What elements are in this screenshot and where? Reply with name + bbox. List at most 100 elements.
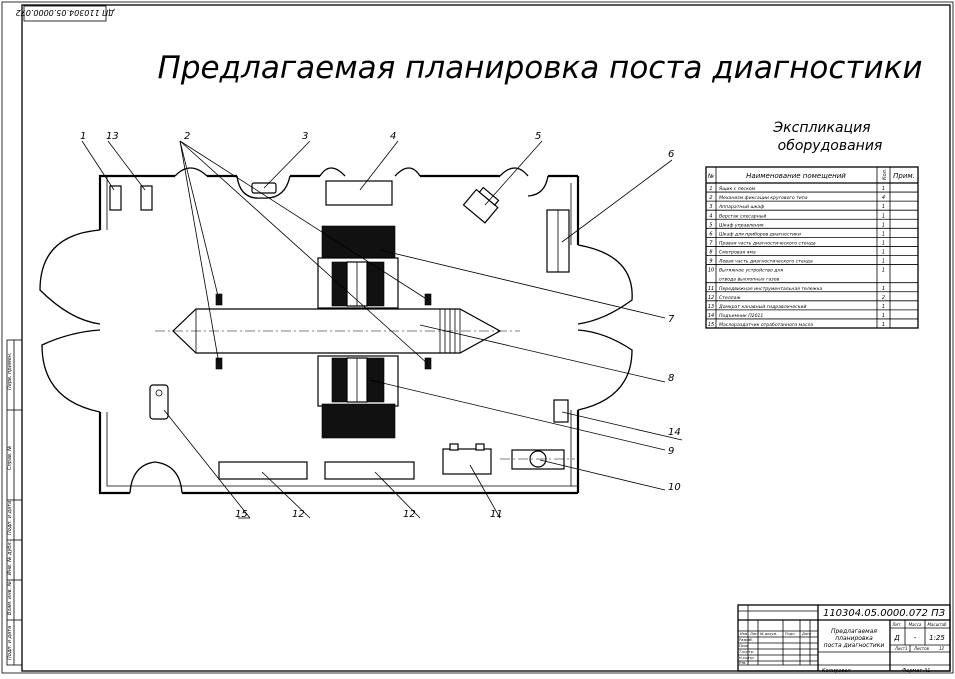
title-block-desc-2: планировка: [835, 635, 873, 642]
inspection-pit: [155, 308, 520, 354]
title-block-row-2: № докум.: [759, 632, 777, 636]
expl-col-note: Прим.: [893, 172, 915, 180]
room-walls: [98, 174, 580, 495]
side-stamp-column: Перв. примен. Справ. № Подп. и дата Инв.…: [6, 339, 23, 666]
expl-row-qty: 2: [882, 295, 885, 301]
fixation-3: [424, 293, 432, 306]
expl-row-name: Аппаратный шкаф: [718, 204, 764, 210]
stand-right-part: [317, 225, 399, 309]
side-stamp-5: Подп. и дата: [7, 626, 13, 660]
callout-9: 9: [668, 446, 674, 457]
explication-table: № Наименование помещений Кол. Прим. 1 Ящи…: [705, 166, 919, 329]
title-block-sheets-value: 12: [939, 646, 945, 651]
callout-8: 8: [668, 373, 674, 384]
title-block-copied: Копировал: [822, 668, 851, 674]
rotated-stamp-text: ДП 110304.05.0000.072: [16, 8, 116, 17]
pit-jack: [140, 185, 153, 211]
expl-row-qty: 1: [882, 286, 885, 292]
expl-row-num: 2: [709, 195, 712, 201]
expl-row-qty: 4: [882, 195, 885, 201]
expl-row-num: 9: [709, 259, 712, 265]
title-block-role-1: Пров.: [739, 644, 749, 648]
title-block-desc-1: Предлагаемая: [831, 628, 877, 635]
expl-row-qty: 1: [882, 259, 885, 265]
expl-row-name: Маслораздатчик отработанного масла: [719, 322, 813, 328]
control-cabinet: [462, 186, 500, 224]
expl-row-num: 11: [708, 286, 714, 292]
rack-2: [324, 461, 415, 480]
inner-frame: [21, 4, 951, 672]
expl-row-num: 5: [709, 222, 712, 228]
expl-col-num: №: [707, 173, 714, 180]
workbench: [325, 180, 393, 206]
expl-row-qty: 1: [882, 213, 885, 219]
expl-row-qty: 1: [882, 250, 885, 256]
callout-6: 6: [668, 149, 674, 160]
explication-title-1: Экспликация: [772, 120, 870, 136]
title-block-code: 110304.05.0000.072 ПЗ: [823, 608, 946, 619]
stand-left-part: [317, 355, 399, 439]
callout-7: 7: [668, 314, 675, 325]
callout-4: 4: [390, 131, 396, 142]
expl-col-name: Наименование помещений: [746, 172, 846, 180]
title-block-role-4: Н.контр.: [739, 656, 755, 660]
expl-row-num: 6: [709, 231, 712, 237]
title-block-lit-label: Лит.: [891, 622, 901, 627]
side-stamp-3: Инв. № дубл.: [7, 541, 13, 575]
expl-row-num: 12: [708, 295, 714, 301]
explication-title-2: оборудования: [778, 138, 883, 154]
callout-13: 13: [106, 131, 119, 142]
expl-row-num: 10: [708, 268, 714, 274]
callout-12b: 12: [403, 509, 416, 520]
title-block-format: Формат А1: [902, 668, 930, 674]
title-block-sheets-label: Листов: [913, 646, 930, 651]
tool-trolley: [442, 443, 492, 475]
title-block-row-1: Лист: [749, 632, 760, 636]
expl-row-num: 4: [709, 213, 712, 219]
callout-12a: 12: [292, 509, 305, 520]
expl-row-num: 1: [709, 186, 712, 192]
title-block-sheet-label: Лист: [894, 646, 906, 651]
title-block-scale-value: 1:25: [929, 634, 945, 642]
expl-row-name: Передвижная инструментальная тележка: [719, 286, 823, 292]
title-block-mass-value: -: [914, 634, 917, 642]
expl-row-name: Механизм фиксации кругового типа: [719, 195, 808, 201]
expl-row-num: 8: [709, 250, 712, 256]
callout-11: 11: [490, 509, 503, 520]
expl-row-qty: 1: [882, 322, 885, 328]
title-block-role-5: Утв.: [739, 661, 746, 665]
callout-15: 15: [235, 509, 248, 520]
drawing-title: Предлагаемая планировка поста диагностик…: [158, 50, 923, 86]
side-stamp-2: Подп. и дата: [7, 501, 13, 535]
expl-row-name: Шкаф управления: [719, 222, 764, 228]
expl-row-qty: 1: [882, 268, 885, 274]
expl-row-name: Подъемник П2011: [719, 313, 763, 319]
expl-row-qty: 1: [882, 186, 885, 192]
rack-1: [218, 461, 308, 480]
callout-3: 3: [302, 131, 308, 142]
title-block-desc-3: поста диагностики: [824, 642, 885, 649]
title-block-row-4: Дата: [801, 632, 811, 636]
expl-row-name: Левая часть диагностического стенда: [718, 259, 813, 265]
title-block-row-3: Подп.: [785, 632, 796, 636]
expl-row-name: Шкаф для приборов диагностики: [719, 231, 801, 237]
side-stamp-0: Перв. примен.: [7, 352, 13, 390]
expl-row-num: 14: [708, 313, 714, 319]
title-block-role-2: Т.контр.: [739, 650, 754, 654]
rotated-stamp-box: [23, 5, 107, 22]
expl-row-num: 15: [708, 322, 714, 328]
title-block-role-0: Разраб.: [739, 638, 753, 642]
side-stamp-1: Справ. №: [7, 446, 13, 470]
expl-col-qty: Кол.: [882, 169, 888, 180]
expl-row-qty: 1: [882, 240, 885, 246]
callout-1: 1: [80, 131, 86, 142]
expl-row-name: Ящик с песком: [718, 186, 756, 192]
doors: [39, 167, 633, 494]
callout-14: 14: [668, 427, 681, 438]
callout-10: 10: [668, 482, 681, 493]
leader-lines: [81, 140, 683, 519]
